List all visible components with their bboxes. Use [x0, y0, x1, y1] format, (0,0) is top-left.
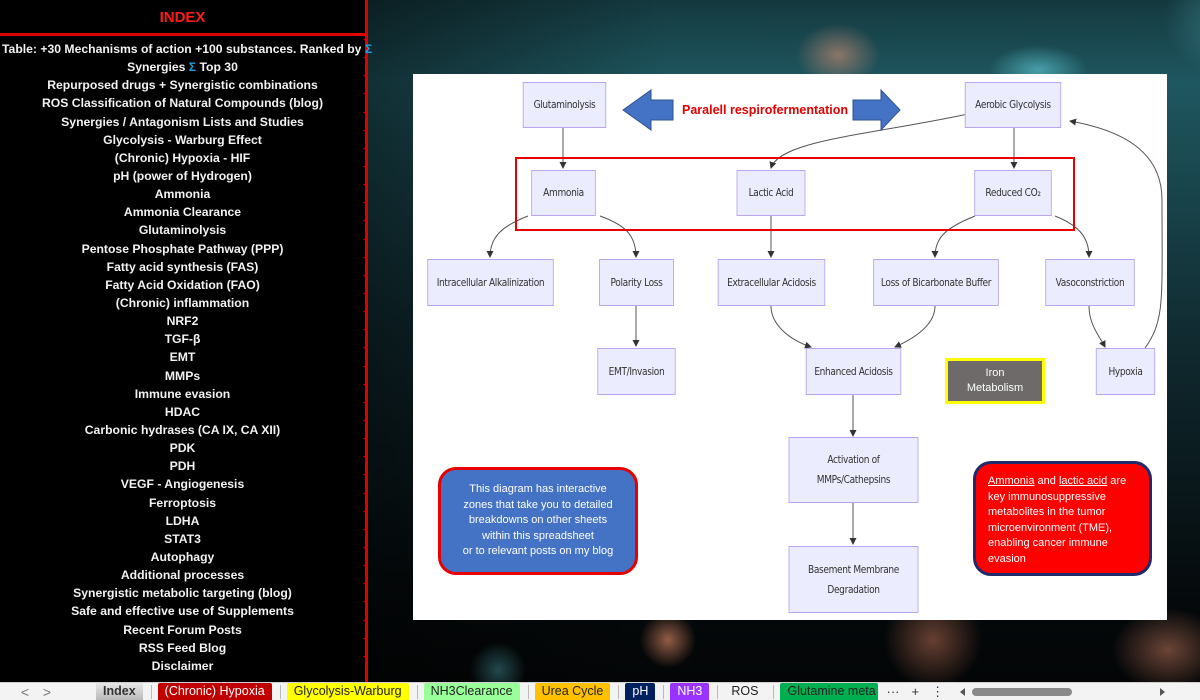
index-link[interactable]: Glutaminolysis [0, 220, 368, 239]
scroll-thumb[interactable] [972, 687, 1073, 696]
index-link[interactable]: Ammonia Clearance [0, 202, 368, 221]
options-icon[interactable]: ⋮ [931, 683, 945, 699]
index-link[interactable]: Synergies / Antagonism Lists and Studies [0, 111, 368, 131]
index-link[interactable]: Disclaimer [0, 655, 368, 675]
index-sidebar: INDEX Table: +30 Mechanisms of action +1… [0, 0, 372, 682]
index-link[interactable]: Ferroptosis [0, 492, 368, 512]
node-loss-bicarbonate-buffer[interactable]: Loss of Bicarbonate Buffer [873, 259, 999, 306]
index-link[interactable]: HDAC [0, 401, 368, 421]
sheet-tabs: Index (Chronic) Hypoxia Glycolysis-Warburg… [96, 683, 886, 700]
sheet-tab[interactable]: Glycolysis-Warburg [286, 683, 409, 700]
node-reduced-co2[interactable]: Reduced CO₂ [974, 170, 1052, 216]
index-link[interactable]: MMPs [0, 365, 368, 385]
index-link[interactable]: Table: +30 Mechanisms of action +100 sub… [0, 39, 372, 58]
scroll-left-icon[interactable] [960, 687, 966, 696]
node-extracellular-acidosis[interactable]: Extracellular Acidosis [717, 259, 826, 306]
node-enhanced-acidosis[interactable]: Enhanced Acidosis [805, 348, 902, 395]
index-link[interactable]: Carbonic hydrases (CA IX, CA XII) [0, 419, 368, 439]
add-sheet-button[interactable]: + [911, 684, 920, 699]
lactic-acid-link[interactable]: lactic acid [1058, 475, 1108, 487]
node-basement-membrane[interactable]: Basement Membrane Degradation [788, 546, 919, 613]
node-activation-mmps[interactable]: Activation of MMPs/Cathepsins [788, 437, 919, 503]
index-link[interactable]: Fatty acid synthesis (FAS) [0, 256, 368, 276]
node-lactic-acid[interactable]: Lactic Acid [736, 170, 806, 216]
index-link[interactable]: pH (power of Hydrogen) [0, 165, 368, 185]
sheet-tab[interactable]: NH3 [670, 683, 710, 700]
prev-sheet-icon[interactable]: < [20, 684, 30, 700]
index-link[interactable]: VEGF - Angiogenesis [0, 474, 368, 493]
index-link[interactable]: Repurposed drugs + Synergistic combinati… [0, 75, 368, 94]
index-link[interactable]: PDH [0, 456, 368, 475]
node-polarity-loss[interactable]: Polarity Loss [599, 259, 674, 306]
index-link[interactable]: Ammonia [0, 184, 368, 203]
node-vasoconstriction[interactable]: Vasoconstriction [1045, 259, 1135, 306]
node-hypoxia[interactable]: Hypoxia [1095, 348, 1156, 395]
scroll-right-icon[interactable] [1160, 687, 1166, 696]
sheet-tab[interactable]: ROS [731, 684, 759, 698]
index-link[interactable]: Synergistic metabolic targeting (blog) [0, 583, 368, 602]
ammonia-link[interactable]: Ammonia [988, 475, 1035, 487]
index-link[interactable]: STAT3 [0, 528, 368, 548]
index-link[interactable]: Glycolysis - Warburg Effect [0, 129, 368, 149]
index-link[interactable]: Autophagy [0, 546, 368, 566]
next-sheet-icon[interactable]: > [42, 684, 52, 700]
sheet-tab[interactable]: NH3Clearance [423, 683, 520, 700]
sigma-icon: Σ [188, 60, 197, 75]
index-title: INDEX [0, 0, 365, 36]
node-glutaminolysis[interactable]: Glutaminolysis [522, 82, 607, 128]
sheet-tab[interactable]: pH [625, 683, 656, 700]
index-link[interactable]: EMT [0, 347, 368, 366]
index-link[interactable]: LDHA [0, 510, 368, 530]
index-link[interactable]: PDK [0, 438, 368, 457]
index-link[interactable]: RSS Feed Blog [0, 637, 368, 657]
index-link[interactable]: (Chronic) inflammation [0, 292, 368, 312]
node-aerobic-glycolysis[interactable]: Aerobic Glycolysis [964, 82, 1062, 128]
index-link[interactable]: (Chronic) Hypoxia - HIF [0, 147, 368, 167]
more-sheets-icon[interactable]: ··· [886, 684, 900, 699]
sheet-tab[interactable]: Glutamine meta [780, 683, 879, 700]
sheet-tab[interactable]: Index [96, 683, 143, 700]
index-link[interactable]: Pentose Phosphate Pathway (PPP) [0, 238, 368, 258]
index-link[interactable]: Immune evasion [0, 383, 368, 403]
node-ammonia[interactable]: Ammonia [531, 170, 596, 216]
sheet-tab[interactable]: (Chronic) Hypoxia [157, 683, 272, 700]
iron-metabolism-button[interactable]: Iron Metabolism [945, 358, 1045, 404]
index-link[interactable]: TGF-β [0, 329, 368, 348]
parallel-respirofermentation-label: Paralell respirofermentation [682, 103, 849, 117]
index-link[interactable]: NRF2 [0, 311, 368, 330]
index-link[interactable]: ROS Classification of Natural Compounds … [0, 93, 368, 112]
index-link[interactable]: Additional processes [0, 565, 368, 584]
node-intracellular-alkalinization[interactable]: Intracellular Alkalinization [427, 259, 554, 306]
info-interactive-note: This diagram has interactive zones that … [438, 467, 638, 575]
sigma-icon: Σ [364, 42, 373, 56]
sheet-tab[interactable]: Urea Cycle [534, 683, 611, 700]
sheet-tab-bar: < > Index (Chronic) Hypoxia Glycolysis-War… [0, 682, 1200, 700]
node-emt-invasion[interactable]: EMT/Invasion [597, 348, 676, 395]
horizontal-scrollbar[interactable] [960, 687, 1166, 697]
highlight-frame [515, 157, 1075, 231]
index-link[interactable]: Fatty Acid Oxidation (FAO) [0, 274, 368, 294]
index-link[interactable]: Safe and effective use of Supplements [0, 601, 368, 620]
index-link[interactable]: Recent Forum Posts [0, 619, 368, 639]
info-immunosuppression-note: Ammonia and lactic acid are key immunosu… [973, 461, 1152, 576]
index-list: Table: +30 Mechanisms of action +100 sub… [0, 36, 372, 675]
index-link[interactable]: Synergies Σ Top 30 [0, 57, 368, 76]
